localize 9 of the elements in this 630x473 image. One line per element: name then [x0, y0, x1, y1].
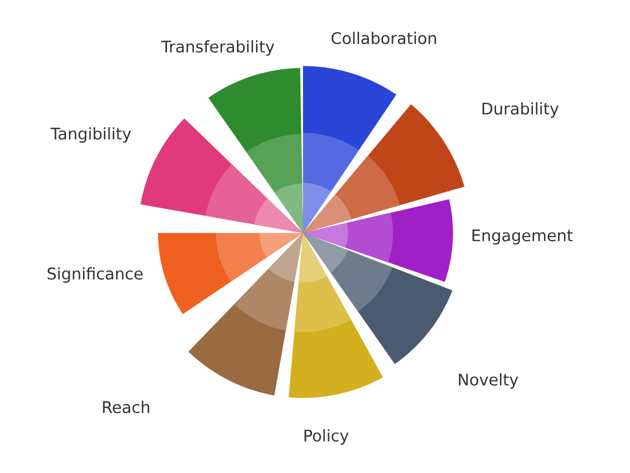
slice-label: Engagement	[472, 229, 573, 244]
slice-label: Reach	[103, 400, 150, 414]
slice-label: Tangibility	[50, 127, 131, 143]
slice-label: Policy	[304, 429, 349, 445]
slice-label: Transferability	[161, 40, 274, 56]
slice-label: Collaboration	[332, 32, 436, 44]
slice-label: Durability	[482, 102, 559, 118]
slice-label: Significance	[48, 267, 143, 283]
slice-label: Novelty	[458, 373, 518, 389]
